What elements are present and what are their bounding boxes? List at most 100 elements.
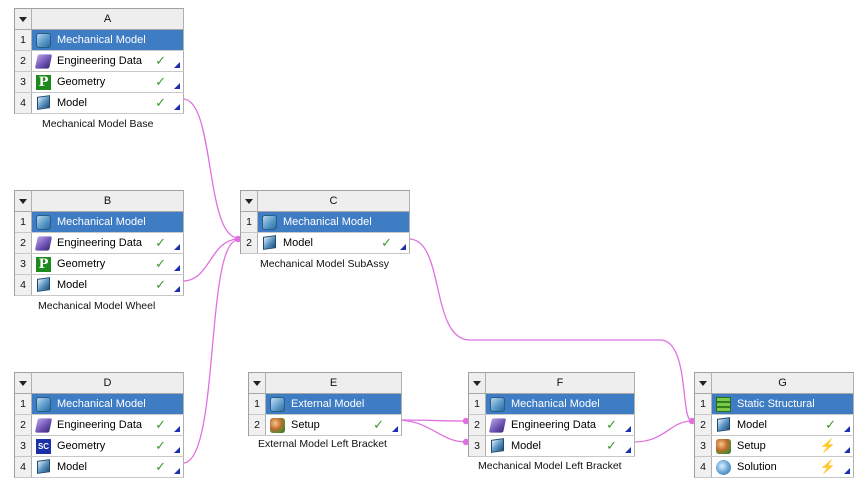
model-icon [37,94,50,110]
link-corner-icon [174,83,180,89]
mechanical-model-icon [36,396,51,412]
model-icon [491,437,504,453]
status-uptodate-icon: ✓ [155,235,166,250]
model-icon [717,416,730,432]
engineering-data-icon [488,417,507,433]
mechanical-model-icon [36,32,51,48]
link-corner-icon [392,426,398,432]
link-corner-icon [844,447,850,453]
external-model-icon [270,396,285,412]
mechanical-model-icon [262,214,277,230]
status-refresh-required-icon: ⚡ [819,459,836,474]
status-uptodate-icon: ✓ [155,74,166,89]
status-uptodate-icon: ✓ [155,459,166,474]
status-uptodate-icon: ✓ [155,417,166,432]
system-caption-A[interactable]: Mechanical Model Base [42,118,154,130]
setup-icon [270,417,285,433]
system-letter: B [32,191,184,211]
system-letter: A [32,9,184,29]
model-icon [37,276,50,292]
link-corner-icon [625,447,631,453]
system-menu-arrow[interactable] [15,373,32,393]
system-letter: E [266,373,402,393]
status-uptodate-icon: ✓ [155,53,166,68]
link-e2-f2 [396,419,467,422]
link-corner-icon [174,104,180,110]
link-corner-icon [844,426,850,432]
status-uptodate-icon: ✓ [381,235,392,250]
link-corner-icon [174,244,180,250]
engineering-data-icon [34,53,53,69]
model-icon [37,458,50,474]
status-uptodate-icon: ✓ [155,277,166,292]
link-b4-c2 [182,238,239,282]
status-uptodate-icon: ✓ [606,438,617,453]
link-corner-icon [174,468,180,474]
engineering-data-icon [34,417,53,433]
system-caption-F[interactable]: Mechanical Model Left Bracket [478,460,622,472]
spaceclaim-geometry-icon: SC [36,438,51,454]
status-refresh-required-icon: ⚡ [819,438,836,453]
status-uptodate-icon: ✓ [825,417,836,432]
system-menu-arrow[interactable] [241,191,258,211]
system-caption-E[interactable]: External Model Left Bracket [258,438,387,450]
system-menu-arrow[interactable] [469,373,486,393]
link-corner-icon [174,265,180,271]
system-menu-arrow[interactable] [249,373,266,393]
status-uptodate-icon: ✓ [155,256,166,271]
link-corner-icon [400,244,406,250]
system-letter: F [486,373,635,393]
status-uptodate-icon: ✓ [606,417,617,432]
status-uptodate-icon: ✓ [155,438,166,453]
link-corner-icon [844,468,850,474]
link-d4-c2 [182,239,239,464]
system-caption-C[interactable]: Mechanical Model SubAssy [260,258,389,270]
link-corner-icon [174,62,180,68]
system-menu-arrow[interactable] [15,9,32,29]
setup-icon [716,438,731,454]
system-menu-arrow[interactable] [695,373,712,393]
solution-icon [716,459,731,475]
link-a4-c2 [182,98,239,239]
link-corner-icon [174,286,180,292]
system-caption-B[interactable]: Mechanical Model Wheel [38,300,156,312]
geometry-icon: P [36,256,51,272]
model-icon [263,234,276,250]
link-corner-icon [174,426,180,432]
geometry-icon: P [36,74,51,90]
system-menu-arrow[interactable] [15,191,32,211]
system-letter: C [258,191,410,211]
link-f3-g2 [633,420,693,443]
static-structural-icon [716,396,731,412]
